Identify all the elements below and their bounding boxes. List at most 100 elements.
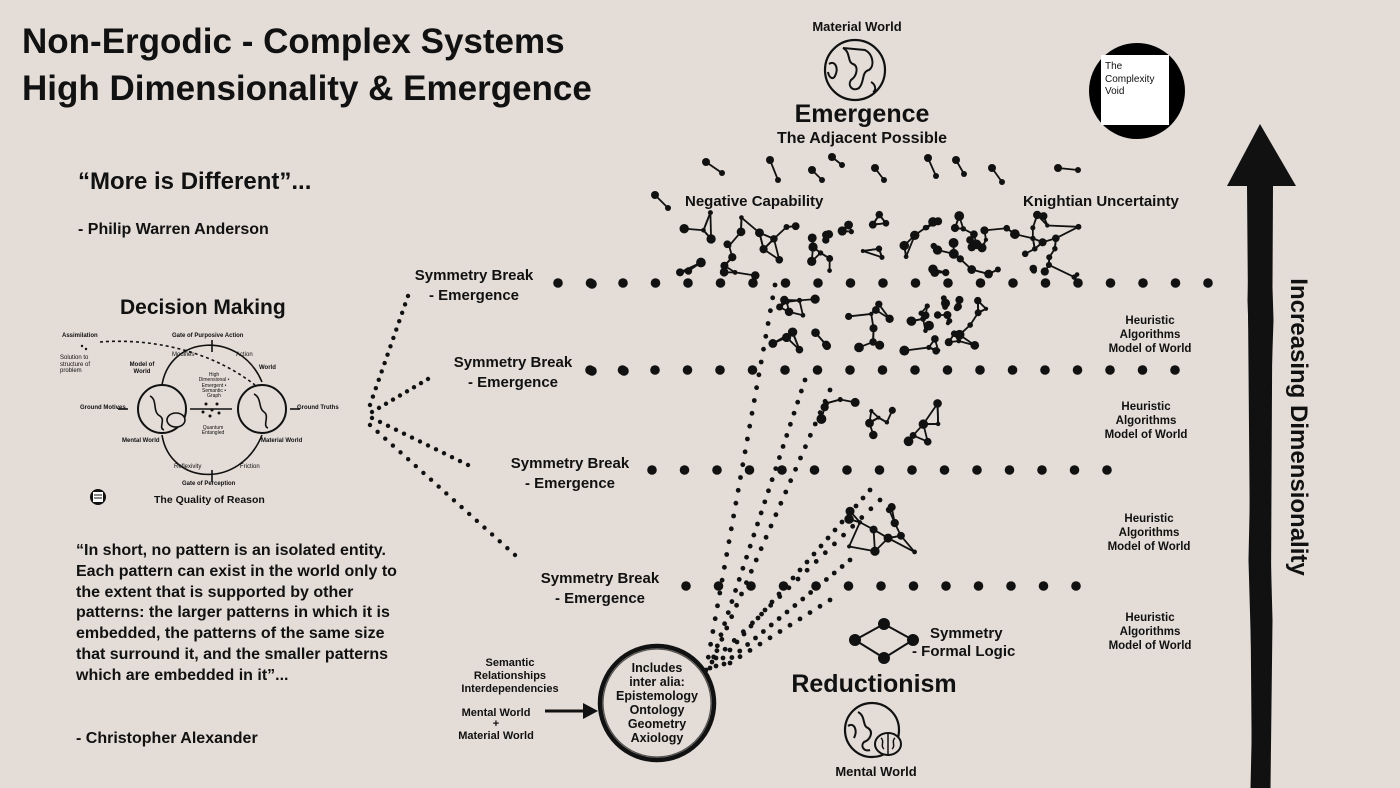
row-dot (1004, 465, 1015, 475)
path-dot (722, 646, 728, 652)
network-node (870, 546, 880, 556)
network-node (869, 311, 874, 317)
row-dot (553, 278, 563, 288)
row-dot (908, 581, 919, 591)
network-node (817, 250, 824, 256)
path-dot (390, 397, 396, 402)
path-dot (804, 567, 810, 573)
row-dot (1037, 465, 1047, 475)
path-dot (713, 663, 719, 669)
path-dot (425, 376, 431, 382)
path-dot (867, 487, 873, 493)
path-dot (827, 387, 833, 393)
row-dot (647, 465, 657, 475)
path-dot (766, 488, 771, 494)
row-dot (712, 465, 722, 475)
row-dot (1102, 465, 1112, 475)
network-node (869, 430, 878, 440)
mini-label: Modifies (172, 352, 195, 358)
network-node (857, 520, 863, 525)
network-node (784, 307, 794, 317)
network-node (732, 270, 738, 275)
path-dot (734, 602, 739, 608)
path-dot (399, 310, 405, 315)
path-dot (777, 629, 783, 634)
network-node (945, 321, 951, 326)
network-node (807, 233, 817, 243)
network-node (1021, 250, 1029, 258)
path-dot (377, 419, 383, 425)
path-dot (385, 423, 391, 429)
motif-node (719, 170, 725, 176)
path-dot (773, 512, 779, 518)
path-dot (817, 603, 823, 609)
path-dot (803, 444, 808, 450)
row-dot (1203, 278, 1213, 288)
path-dot (489, 532, 495, 537)
path-dot (712, 616, 718, 622)
path-dot (742, 449, 748, 455)
row-dot (587, 279, 597, 289)
row-dot (845, 278, 856, 288)
row-dot (1137, 365, 1148, 375)
network-node (679, 223, 689, 234)
network-edge (1047, 224, 1079, 228)
network-node (944, 338, 953, 347)
path-dot (753, 635, 758, 641)
path-dot (729, 614, 735, 620)
network-node (933, 311, 942, 319)
network-node (1075, 223, 1082, 230)
negative-capability-label: Negative Capability (685, 193, 824, 210)
row-dot (1038, 581, 1049, 591)
path-dot (776, 616, 782, 621)
path-dot (792, 603, 798, 608)
path-dot (745, 642, 751, 647)
network-node (869, 338, 877, 346)
path-dot (831, 570, 837, 576)
network-node (924, 224, 930, 231)
path-dot (729, 655, 735, 660)
path-dot (751, 398, 757, 403)
path-dot (367, 402, 373, 408)
path-dot (391, 335, 396, 341)
path-dot (811, 551, 817, 557)
network-edge (887, 537, 915, 553)
path-dot (740, 462, 746, 468)
path-dot (401, 431, 407, 436)
path-dot (713, 655, 719, 661)
path-dot (755, 615, 761, 621)
path-dot (731, 638, 737, 643)
network-node (707, 210, 713, 216)
network-node (872, 306, 880, 314)
network-node (994, 266, 1001, 273)
network-node (847, 544, 852, 549)
path-dot (761, 346, 766, 352)
network-node (1030, 225, 1036, 231)
row-dot (1105, 365, 1115, 375)
network-node (974, 309, 982, 317)
path-dot (733, 500, 739, 506)
row-dot (1040, 365, 1050, 375)
row-dot (683, 278, 693, 288)
network-node (909, 431, 917, 439)
path-dot (822, 550, 828, 556)
path-dot (832, 541, 837, 547)
network-node (887, 503, 896, 512)
network-node (822, 341, 832, 351)
network-node (848, 229, 855, 235)
path-dot (770, 295, 776, 301)
path-dot (383, 436, 388, 441)
path-dot (788, 478, 794, 484)
path-dot (839, 519, 845, 525)
mini-label: High Dimensional • Emergent • Semantic •… (198, 372, 230, 399)
path-dot (383, 401, 389, 406)
row-dot (1138, 278, 1148, 288)
network-edge (848, 521, 861, 547)
network-node (1046, 254, 1053, 261)
path-dot (719, 577, 725, 583)
row-dot (910, 365, 920, 375)
row-dot (942, 365, 953, 375)
path-dot (425, 443, 431, 448)
quality-of-reason: The Quality of Reason (154, 494, 265, 506)
path-dot (497, 539, 502, 544)
